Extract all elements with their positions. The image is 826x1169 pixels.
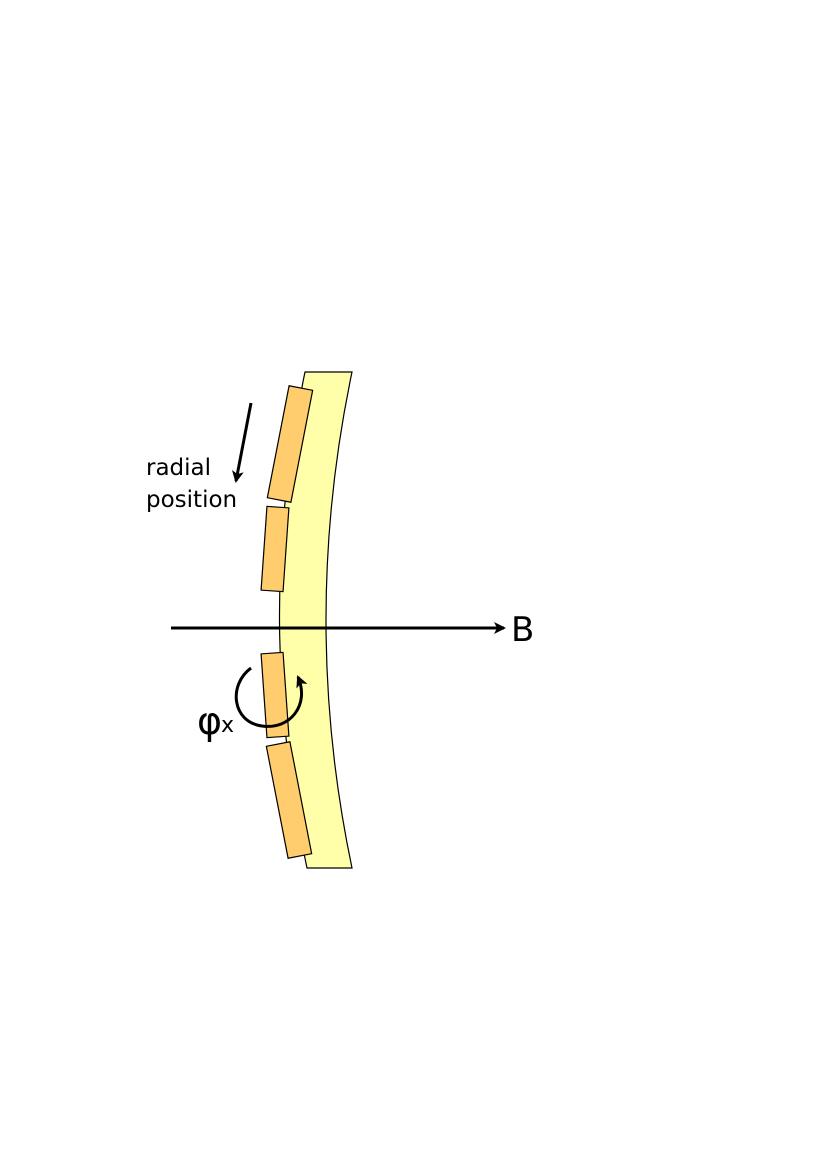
module-4 (265, 741, 313, 859)
module-3 (260, 651, 290, 739)
phi-symbol: φ (197, 699, 222, 743)
radial-label-line2: position (146, 487, 237, 513)
module-1 (266, 385, 314, 503)
radial-label-line1: radial (146, 455, 211, 481)
b-field-label: B (511, 610, 534, 650)
phi-subscript: x (221, 713, 234, 738)
module-2 (260, 505, 290, 593)
rotation-arrow (234, 666, 308, 728)
radial-arrow (231, 402, 253, 483)
